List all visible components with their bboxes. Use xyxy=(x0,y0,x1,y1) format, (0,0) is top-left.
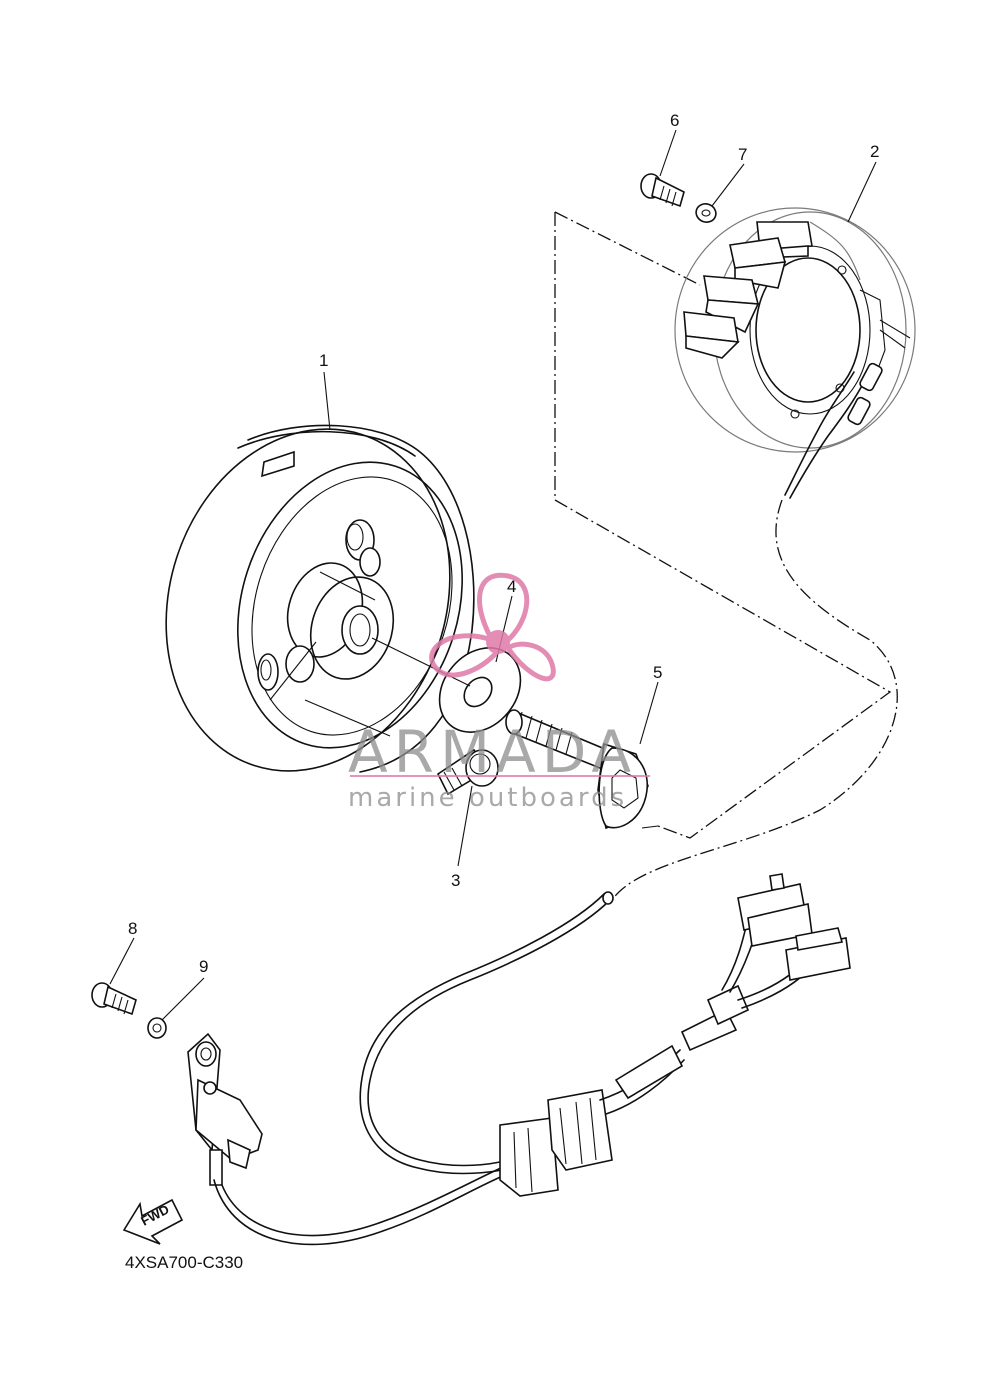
screw-6 xyxy=(640,173,685,208)
callout-7: 7 xyxy=(738,145,747,164)
callout-9: 9 xyxy=(199,957,208,976)
assembly-outline xyxy=(554,211,898,901)
washer-7 xyxy=(695,203,717,223)
watermark-brand: ARMADA xyxy=(348,718,637,786)
bolt-5 xyxy=(505,709,659,830)
armada-watermark: ARMADA marine outboards xyxy=(348,572,650,813)
callout-1: 1 xyxy=(319,351,328,370)
propeller-logo-icon xyxy=(429,572,556,682)
callout-2: 2 xyxy=(870,142,879,161)
diagram-code: 4XSA700-C330 xyxy=(125,1253,243,1272)
screw-8 xyxy=(91,982,137,1016)
pickup-coil xyxy=(187,1032,263,1186)
forward-direction-arrow: FWD xyxy=(122,1198,184,1245)
callout-labels: 1 2 3 4 5 6 7 8 9 xyxy=(128,111,879,976)
wire-harness xyxy=(213,873,851,1246)
callout-6: 6 xyxy=(670,111,679,130)
callout-4: 4 xyxy=(507,577,516,596)
callout-8: 8 xyxy=(128,919,137,938)
callout-3: 3 xyxy=(451,871,460,890)
washer-9 xyxy=(147,1017,167,1039)
washer-4 xyxy=(371,637,522,733)
stator-assembly xyxy=(674,207,916,499)
callout-5: 5 xyxy=(653,663,662,682)
watermark-tagline: marine outboards xyxy=(348,783,627,813)
